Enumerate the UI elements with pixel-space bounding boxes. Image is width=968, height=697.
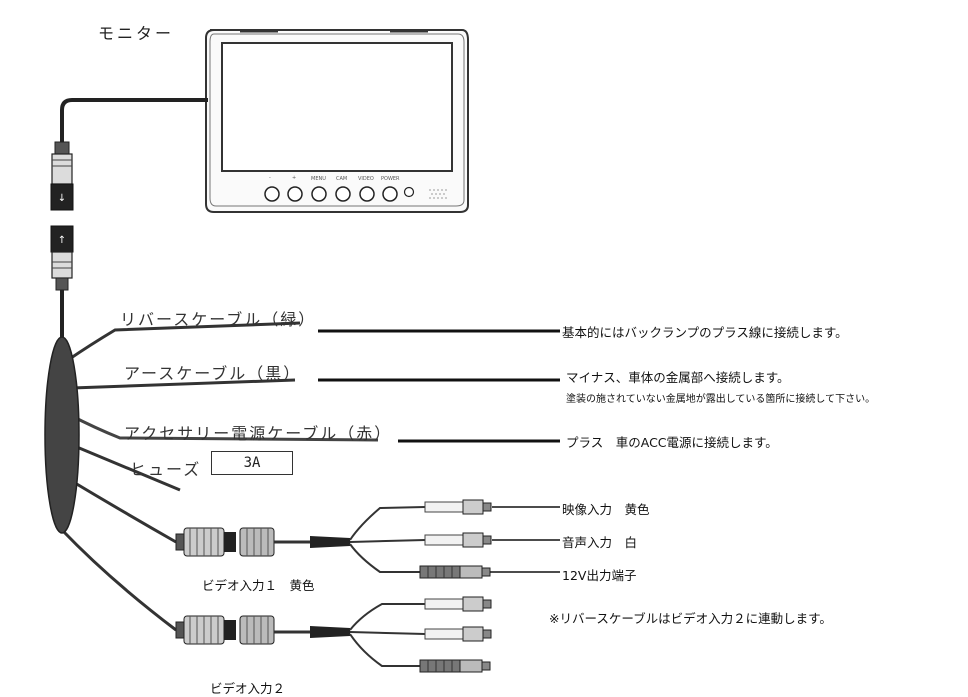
power-out-label: 12V出力端子 — [562, 568, 637, 583]
cam-button-icon — [335, 186, 351, 202]
svg-text:↑: ↑ — [58, 235, 66, 246]
reverse-cable-label: リバースケーブル（緑） — [120, 310, 317, 329]
power-button-icon — [382, 186, 398, 202]
minus-button-label: - — [269, 175, 271, 181]
menu-button-icon — [311, 186, 327, 202]
video-button-icon — [359, 186, 375, 202]
reverse-note: ※リバースケーブルはビデオ入力２に連動します。 — [549, 611, 832, 626]
video1-wire — [69, 478, 177, 544]
acc-description: プラス 車のACC電源に接続します。 — [566, 435, 778, 450]
earth-note: 塗装の施されていない金属地が露出している箇所に接続して下さい。 — [566, 394, 876, 405]
minus-button-icon — [264, 186, 280, 202]
plus-button-label: + — [292, 175, 297, 181]
menu-button-label: MENU — [311, 176, 326, 182]
upper-plug-icon: ↓ — [50, 141, 74, 211]
video1-connector-icon — [175, 499, 492, 579]
video2-wire — [60, 528, 177, 632]
video-input-2-label: ビデオ入力２ — [210, 681, 286, 696]
power-button-label: POWER — [381, 176, 400, 182]
video-input-1-label: ビデオ入力１ 黄色 — [202, 578, 315, 593]
video2-connector-icon — [175, 596, 492, 673]
audio-in-label: 音声入力 白 — [562, 535, 638, 550]
reverse-description: 基本的にはバックランプのプラス線に接続します。 — [562, 325, 848, 340]
video-in-label: 映像入力 黄色 — [562, 502, 650, 517]
monitor-title: モニター — [98, 24, 175, 43]
fuse-value-box: 3A — [211, 451, 293, 475]
earth-cable-label: アースケーブル（黒） — [124, 364, 302, 383]
cam-button-label: CAM — [336, 176, 348, 182]
earth-wire — [71, 378, 296, 390]
lower-plug-icon: ↑ — [50, 225, 74, 291]
junction-box — [44, 336, 80, 534]
monitor-illustration — [205, 29, 469, 213]
fuse-label: ヒューズ — [130, 460, 202, 479]
monitor-screen — [221, 42, 453, 172]
monitor-cable — [60, 98, 208, 142]
sensor-icon — [403, 186, 415, 198]
acc-cable-label: アクセサリー電源ケーブル（赤） — [124, 424, 393, 443]
svg-text:↓: ↓ — [58, 193, 66, 204]
plus-button-icon — [287, 186, 303, 202]
earth-description: マイナス、車体の金属部へ接続します。 — [566, 370, 790, 385]
video-button-label: VIDEO — [358, 176, 374, 182]
